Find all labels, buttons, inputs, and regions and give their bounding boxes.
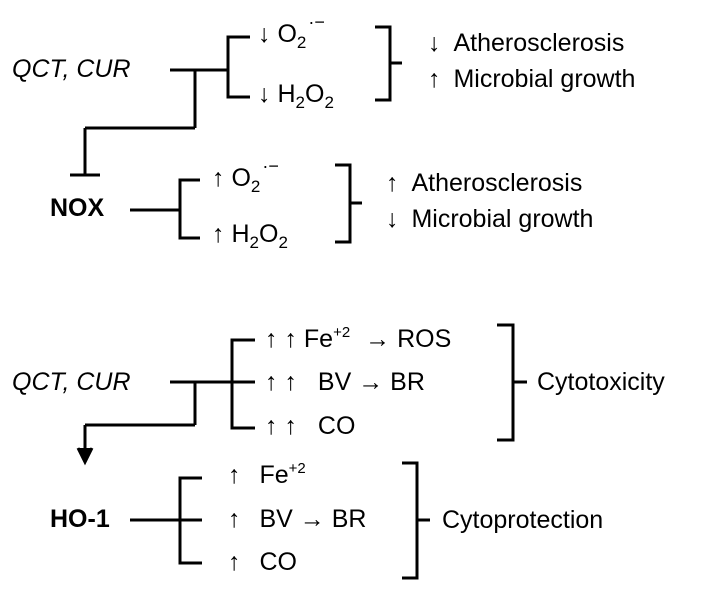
nox-label: NOX xyxy=(50,194,105,222)
qct-cur-inducer-label: QCT, CUR xyxy=(12,368,131,396)
active-effects-bracket xyxy=(335,163,352,244)
active-superoxide-superscript: ·− xyxy=(262,156,279,176)
moderate-bv-arrow: ↑ xyxy=(228,505,241,533)
inhibited-h2o2-o: O xyxy=(304,80,325,108)
active-superoxide-subscript: 2 xyxy=(250,177,261,196)
inhibited-superoxide: ↓ O2·− xyxy=(258,13,325,51)
moderate-bv-text: BV → BR xyxy=(259,505,367,533)
inhibited-superoxide-subscript: 2 xyxy=(296,33,307,52)
high-effect-biliverdin: ↑ ↑ BV → BR xyxy=(265,370,425,395)
moderate-iron-text: Fe xyxy=(259,461,289,489)
active-superoxide-species: O xyxy=(231,164,251,192)
high-effect-co: ↑ ↑ CO xyxy=(265,414,355,439)
active-h2o2-arrow: ↑ xyxy=(212,220,225,248)
active-h2o2-h: H xyxy=(231,220,250,248)
active-atherosclerosis-text: Atherosclerosis xyxy=(411,169,583,197)
inhibited-microbial-text: Microbial growth xyxy=(453,65,636,93)
active-microbial-arrow: ↓ xyxy=(386,205,399,233)
inhibited-atherosclerosis-text: Atherosclerosis xyxy=(453,29,625,57)
high-effect-iron: ↑ ↑ Fe+2 → ROS xyxy=(265,324,452,353)
inhibited-h2o2-arrow: ↓ xyxy=(258,80,271,108)
inhibited-superoxide-species: O xyxy=(277,20,297,48)
moderate-effect-iron: ↑ Fe+2 xyxy=(228,460,306,489)
high-effects-bracket xyxy=(497,323,515,442)
active-outcome-atherosclerosis: ↑ Atherosclerosis xyxy=(386,171,582,196)
high-co-arrows: ↑ ↑ xyxy=(265,412,297,440)
high-iron-superscript: +2 xyxy=(333,324,351,341)
nox-effects-fork xyxy=(178,178,200,240)
inhibited-h2o2-sub2: 2 xyxy=(324,93,334,112)
moderate-effect-co: ↑ CO xyxy=(228,550,297,575)
moderate-effects-bracket xyxy=(402,461,419,580)
moderate-iron-superscript: +2 xyxy=(288,460,306,477)
inhibited-outcome-microbial: ↑ Microbial growth xyxy=(428,67,635,92)
high-iron-suffix: → ROS xyxy=(365,325,452,353)
active-superoxide-arrow: ↑ xyxy=(212,164,225,192)
inhibited-hydrogen-peroxide: ↓ H2O2 xyxy=(258,80,334,112)
active-h2o2-sub1: 2 xyxy=(249,233,259,252)
inhibited-h2o2-sub1: 2 xyxy=(295,93,305,112)
moderate-effect-biliverdin: ↑ BV → BR xyxy=(228,507,366,532)
moderate-co-text: CO xyxy=(259,548,297,576)
moderate-outcome-cytoprotection: Cytoprotection xyxy=(442,506,604,534)
induction-arrowhead xyxy=(76,447,94,466)
active-superoxide: ↑ O2·− xyxy=(212,157,279,195)
active-h2o2-o: O xyxy=(258,220,279,248)
inhibited-outcome-atherosclerosis: ↓ Atherosclerosis xyxy=(428,31,624,56)
active-h2o2-sub2: 2 xyxy=(278,233,288,252)
inhibited-superoxide-superscript: ·− xyxy=(308,12,325,32)
high-bv-text: BV → BR xyxy=(317,368,425,396)
qct-cur-inhibitor-label: QCT, CUR xyxy=(12,55,131,83)
inhibited-superoxide-arrow: ↓ xyxy=(258,20,271,48)
high-iron-text: Fe xyxy=(303,325,334,353)
active-hydrogen-peroxide: ↑ H2O2 xyxy=(212,220,288,252)
high-bv-arrows: ↑ ↑ xyxy=(265,368,297,396)
high-outcome-cytotoxicity: Cytotoxicity xyxy=(537,368,665,396)
high-iron-arrows: ↑ ↑ xyxy=(265,325,297,353)
inhibited-microbial-arrow: ↑ xyxy=(428,65,441,93)
active-atherosclerosis-arrow: ↑ xyxy=(386,169,399,197)
moderate-co-arrow: ↑ xyxy=(228,548,241,576)
inhibited-atherosclerosis-arrow: ↓ xyxy=(428,29,441,57)
moderate-iron-arrow: ↑ xyxy=(228,461,241,489)
high-effects-fork xyxy=(230,338,255,430)
high-co-text: CO xyxy=(317,412,356,440)
active-microbial-text: Microbial growth xyxy=(411,205,594,233)
inhibited-h2o2-h: H xyxy=(277,80,296,108)
active-outcome-microbial: ↓ Microbial growth xyxy=(386,207,593,232)
qct-cur-effects-fork xyxy=(226,35,250,99)
inhibited-effects-bracket xyxy=(375,25,392,102)
ho1-label: HO-1 xyxy=(50,505,110,533)
